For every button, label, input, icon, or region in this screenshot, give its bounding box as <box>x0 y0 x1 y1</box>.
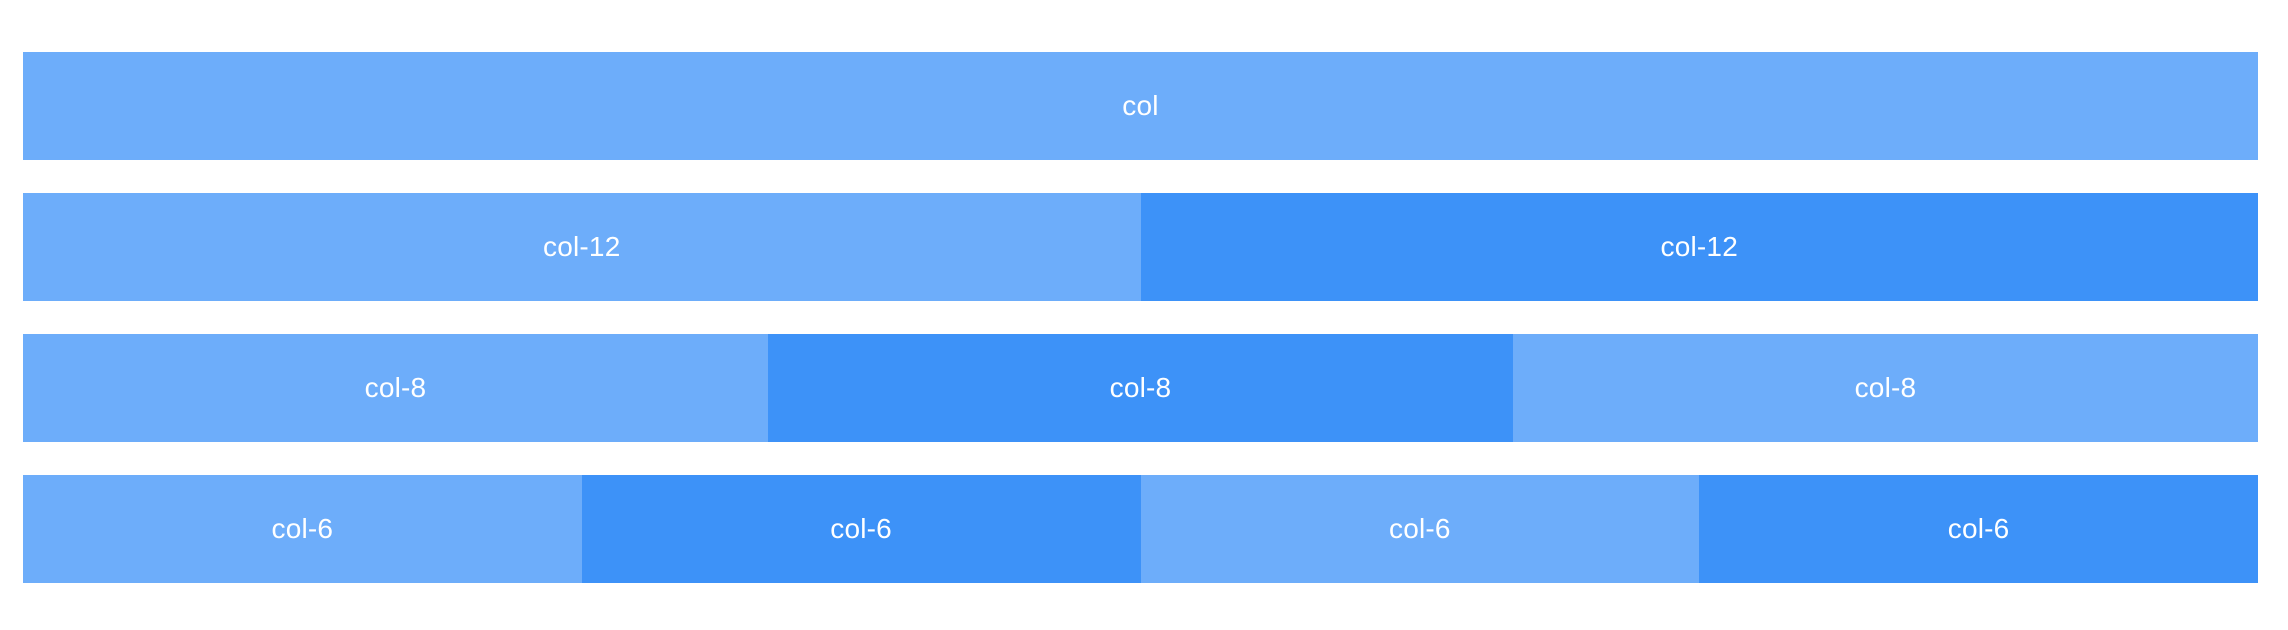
grid-row-halves: col-12 col-12 <box>23 193 2258 301</box>
grid-col-6: col-6 <box>581 475 1141 583</box>
grid-col-6: col-6 <box>23 475 582 583</box>
grid-col-12: col-12 <box>23 193 1141 301</box>
grid-col-8: col-8 <box>767 334 1513 442</box>
grid-col-8: col-8 <box>23 334 768 442</box>
grid-col-6: col-6 <box>1140 475 1700 583</box>
grid-col: col <box>23 52 2258 160</box>
grid-col-12: col-12 <box>1140 193 2258 301</box>
grid-row-full: col <box>23 52 2258 160</box>
grid-col-8: col-8 <box>1512 334 2258 442</box>
grid-demo: col col-12 col-12 col-8 col-8 col-8 col-… <box>23 52 2258 583</box>
grid-col-6: col-6 <box>1699 475 2258 583</box>
grid-row-thirds: col-8 col-8 col-8 <box>23 334 2258 442</box>
grid-row-quarters: col-6 col-6 col-6 col-6 <box>23 475 2258 583</box>
